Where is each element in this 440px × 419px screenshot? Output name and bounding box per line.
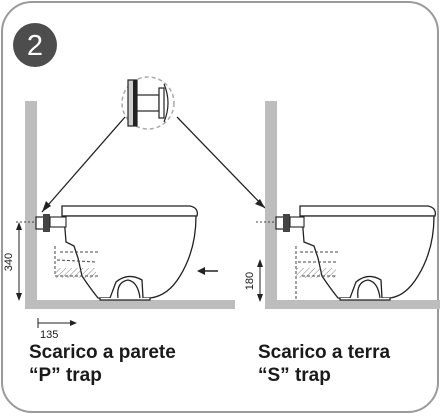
caption-p-trap: Scarico a parete “P” trap <box>29 341 176 387</box>
callout-arrowhead-left <box>42 201 51 212</box>
dimension-width-left: 135 <box>40 329 58 341</box>
wall-right <box>265 101 277 306</box>
caption-s-trap: Scarico a terra “S” trap <box>258 341 390 387</box>
p-trap-diagram: 340 135 <box>3 101 235 341</box>
caption-s-trap-line1: Scarico a terra <box>258 342 391 363</box>
callout-arrowhead-right <box>255 199 265 208</box>
caption-s-trap-line2: “S” trap <box>258 365 331 386</box>
arrow-left-icon <box>197 267 218 275</box>
callout-line-right <box>176 116 266 209</box>
step-badge: 2 <box>13 23 57 67</box>
step-number: 2 <box>27 30 43 62</box>
floor-right <box>265 300 440 309</box>
wall-left <box>25 101 37 306</box>
s-trap-diagram: 180 <box>244 101 440 309</box>
callout-line-left <box>41 116 126 213</box>
caption-p-trap-line1: Scarico a parete <box>29 342 176 363</box>
flange-detail-icon <box>121 76 175 130</box>
card-frame <box>1 1 439 413</box>
dimension-height-left: 340 <box>3 253 15 271</box>
floor-left <box>25 300 235 309</box>
dimension-height-right: 180 <box>244 272 256 290</box>
toilet-left <box>61 205 198 301</box>
caption-p-trap-line2: “P” trap <box>29 365 102 386</box>
